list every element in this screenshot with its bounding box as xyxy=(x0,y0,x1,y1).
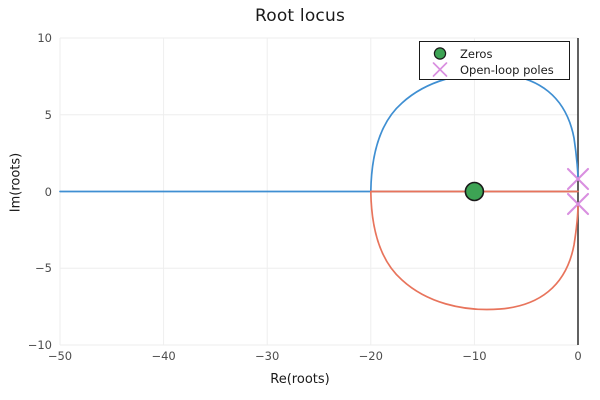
ytick-label: −5 xyxy=(35,261,52,275)
plot-area xyxy=(59,37,590,346)
x-marker-icon xyxy=(420,61,460,78)
xtick-label: −40 xyxy=(151,349,176,363)
circle-marker-icon xyxy=(420,45,460,62)
legend-item-zeros: Zeros xyxy=(420,45,571,62)
ytick-label: 5 xyxy=(44,108,52,122)
ytick-label: 0 xyxy=(44,185,52,199)
plot-markers xyxy=(464,167,590,216)
x-axis-label: Re(roots) xyxy=(270,372,330,387)
zero-marker xyxy=(464,181,485,202)
legend: Zeros Open-loop poles xyxy=(419,41,570,80)
legend-label-open-loop-poles: Open-loop poles xyxy=(460,62,554,77)
pole-marker-lower xyxy=(566,192,590,216)
pole-marker-upper xyxy=(566,167,590,191)
ytick-label: −10 xyxy=(27,338,52,352)
legend-label-zeros: Zeros xyxy=(460,46,493,61)
xtick-label: −50 xyxy=(47,349,73,363)
xtick-label: 0 xyxy=(574,349,582,363)
xtick-label: −30 xyxy=(255,349,280,363)
xtick-label: −20 xyxy=(358,349,383,363)
xtick-label: −10 xyxy=(462,349,487,363)
page-title: Root locus xyxy=(254,6,346,26)
legend-item-open-loop-poles: Open-loop poles xyxy=(420,61,571,78)
y-axis-label: Im(roots) xyxy=(8,152,24,213)
ytick-label: 10 xyxy=(37,31,52,45)
